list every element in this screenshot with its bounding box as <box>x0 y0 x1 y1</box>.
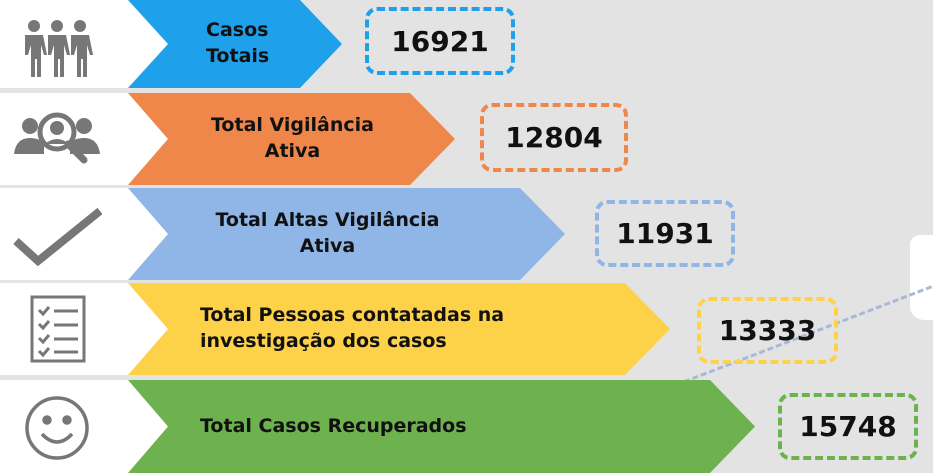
value-box: 15748 <box>778 393 918 460</box>
icon-panel <box>0 93 168 185</box>
label-arrow: Total Pessoas contatadas na investigação … <box>110 283 670 375</box>
label-arrow: Total Casos Recuperados <box>110 380 755 473</box>
label-line: Ativa <box>299 235 356 257</box>
people-group-icon <box>25 20 93 77</box>
label-line: Total Casos Recuperados <box>200 414 467 437</box>
row-casos-recuperados: Total Casos Recuperados 15748 <box>0 380 933 473</box>
search-person-icon <box>14 112 100 164</box>
checklist-icon <box>30 295 86 363</box>
smiley-face-icon <box>25 395 89 460</box>
icon-panel <box>0 380 168 473</box>
icon-panel <box>0 283 168 375</box>
value-box: 13333 <box>697 297 838 364</box>
decorative-shape <box>910 235 933 320</box>
label-line: Totais <box>206 45 270 67</box>
label-line: Casos <box>206 19 269 42</box>
label-line: Ativa <box>264 140 321 162</box>
value-box: 11931 <box>595 200 735 267</box>
label-line: Total Vigilância <box>211 114 374 137</box>
icon-panel <box>0 0 168 88</box>
icon-panel <box>0 188 168 280</box>
row-pessoas-contatadas: Total Pessoas contatadas na investigação … <box>0 283 933 375</box>
label-line: Total Pessoas contatadas na <box>200 304 505 327</box>
checkmark-icon <box>13 207 102 267</box>
label-line: investigação dos casos <box>200 330 447 352</box>
value-box: 16921 <box>365 7 515 75</box>
label-line: Total Altas Vigilância <box>215 209 440 232</box>
value-box: 12804 <box>480 103 628 172</box>
